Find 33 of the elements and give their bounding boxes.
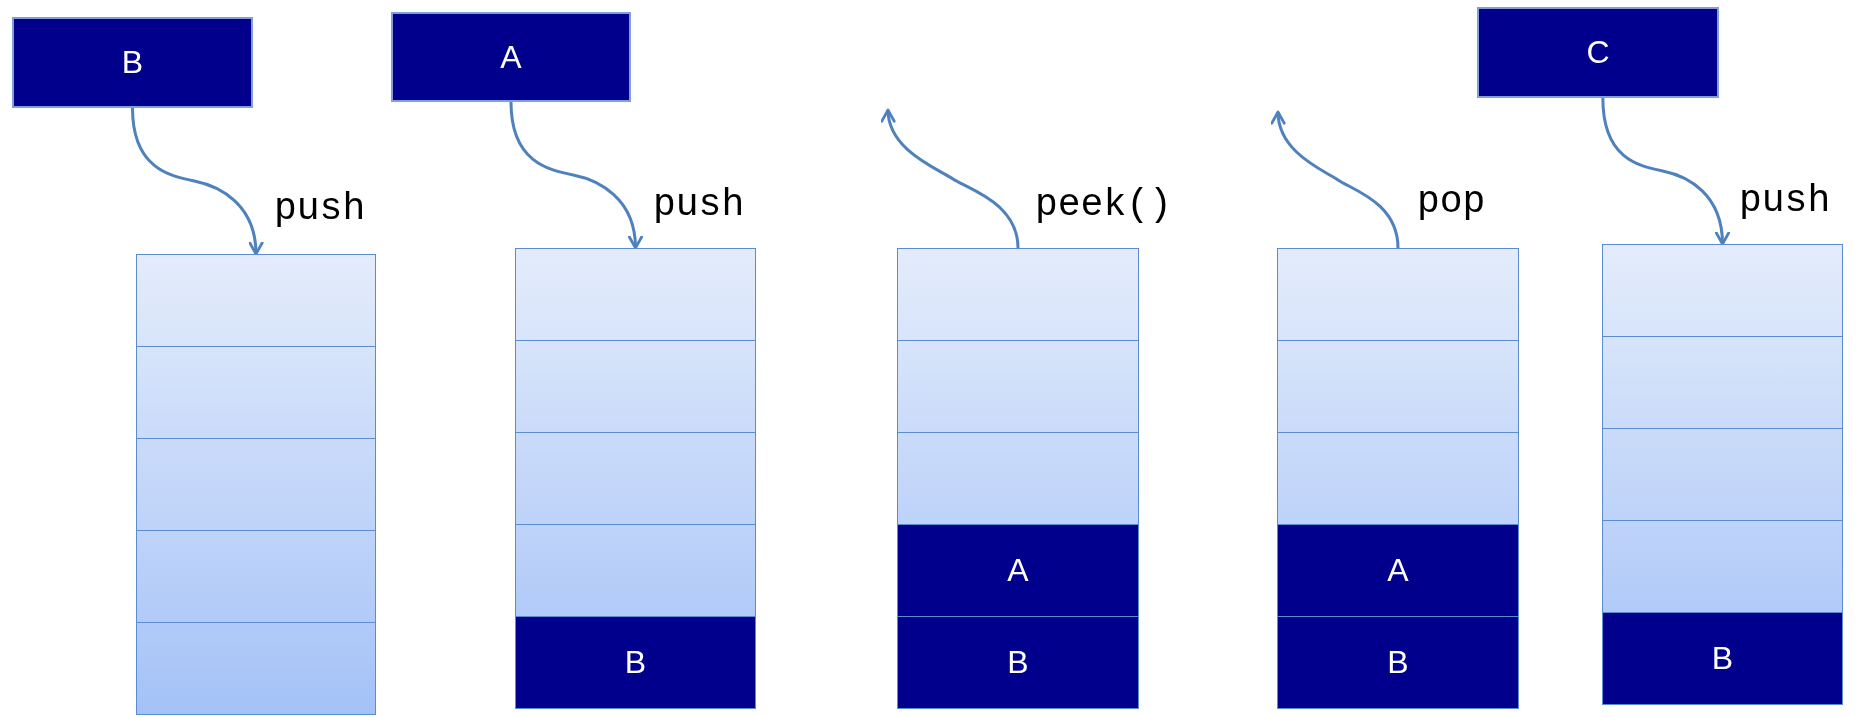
value-box: A: [391, 12, 631, 102]
stack-element: B: [1602, 612, 1843, 705]
stack-element: A: [1277, 524, 1519, 617]
curved-arrow: [509, 101, 643, 250]
stack-slot: [515, 432, 756, 525]
stack-slot: [136, 346, 376, 439]
stack-slot: [1602, 428, 1843, 521]
stack-slot: [1277, 432, 1519, 525]
stack-slot: [897, 248, 1139, 341]
stack-slot: [515, 248, 756, 341]
curved-arrow: [1601, 97, 1730, 246]
stack-element: A: [897, 524, 1139, 617]
stack-slot: [1602, 520, 1843, 613]
stack-slot: [1277, 248, 1519, 341]
stack-slot: [1277, 340, 1519, 433]
stack-slot: [136, 530, 376, 623]
stack-slot: [136, 622, 376, 715]
stack-slot: [1602, 244, 1843, 337]
stack-element: B: [897, 616, 1139, 709]
stack-slot: [515, 524, 756, 617]
stack-slot: [515, 340, 756, 433]
stack-slot: [136, 254, 376, 347]
curved-arrow: [881, 108, 1020, 249]
stack-slot: [897, 432, 1139, 525]
stack-slot: [897, 340, 1139, 433]
curved-arrow: [1271, 110, 1400, 249]
stack-element: B: [1277, 616, 1519, 709]
curved-arrow: [131, 107, 263, 256]
value-box: C: [1477, 7, 1719, 98]
stack-element: B: [515, 616, 756, 709]
stack-slot: [136, 438, 376, 531]
stack-slot: [1602, 336, 1843, 429]
value-box: B: [12, 17, 253, 108]
